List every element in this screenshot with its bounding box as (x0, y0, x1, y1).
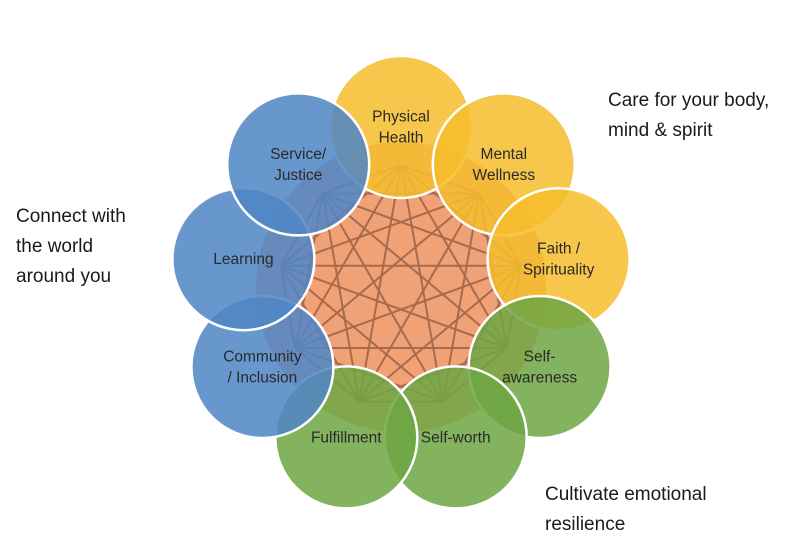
dimension-label-line: Community (223, 349, 302, 366)
callout-line: Cultivate emotional (545, 484, 707, 505)
dimension-label-line: Health (379, 130, 424, 147)
network-line (321, 192, 508, 349)
callout-line: Care for your body, (608, 90, 770, 111)
callout-connect-world: Connect with the world around you (16, 202, 126, 292)
dimension-label-line: Justice (274, 167, 322, 184)
dimension-label-community-inclusion: Community / Inclusion (223, 349, 302, 387)
dimension-label-line: / Inclusion (228, 370, 298, 387)
dimension-label-self-awareness: Self-awareness (502, 349, 577, 387)
dimension-circle-service-justice (225, 92, 371, 237)
dimension-label-self-worth: Self-worth (421, 429, 491, 446)
dimension-label-line: Mental (481, 146, 528, 163)
network-line (400, 164, 444, 402)
dimension-label-faith-spirituality: Faith / Spirituality (523, 241, 595, 279)
dimension-circles (171, 54, 631, 510)
dimension-label-service-justice: Service/Justice (270, 146, 327, 184)
dimension-label-line: Wellness (472, 167, 535, 184)
dimension-label-line: Physical (372, 109, 430, 126)
callout-body-mind-spirit: Care for your body, mind & spirit (608, 86, 769, 146)
dimension-label-fulfillment: Fulfillment (311, 429, 382, 446)
dimension-label-line: Service/ (270, 146, 327, 163)
network-line (358, 193, 481, 403)
network-line (358, 164, 402, 402)
network-line (294, 264, 522, 349)
dimension-label-line: Self-worth (421, 429, 491, 446)
callout-line: the world (16, 236, 94, 257)
dimension-label-learning: Learning (213, 251, 273, 268)
dimension-label-line: awareness (502, 370, 577, 387)
network-line (280, 264, 508, 349)
callout-line: around you (16, 266, 112, 287)
dimension-label-line: Fulfillment (311, 429, 382, 446)
dimension-label-line: Learning (213, 251, 273, 268)
callout-line: Connect with (16, 206, 126, 227)
callout-line: resilience (545, 514, 626, 535)
dimension-label-line: Self- (524, 349, 556, 366)
dimension-label-line: Faith / (537, 241, 581, 258)
network-line (321, 193, 444, 403)
callout-line: mind & spirit (608, 120, 713, 141)
network-line (294, 192, 481, 349)
dimension-label-line: Spirituality (523, 262, 595, 279)
callout-emotional-resilience: Cultivate emotional resilience (545, 480, 707, 540)
